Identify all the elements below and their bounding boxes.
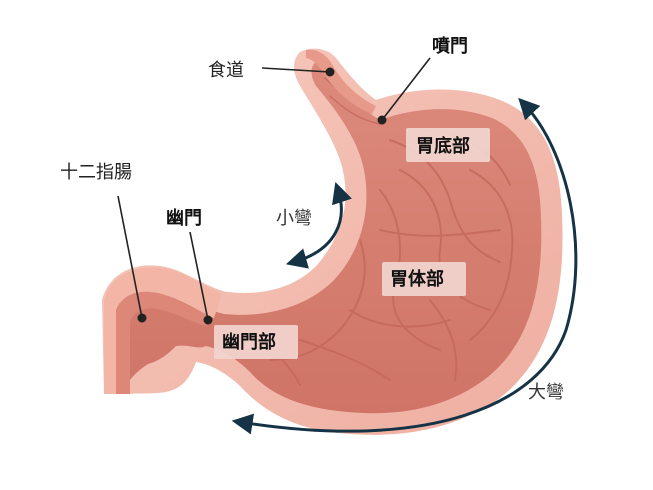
fundus-label: 胃底部	[416, 135, 470, 157]
esophagus-tube	[306, 49, 376, 114]
pyloric-antrum-label: 幽門部	[222, 331, 276, 353]
lesser-curvature-label: 小彎	[276, 208, 312, 229]
esophagus-label: 食道	[208, 60, 244, 81]
duodenum-lumen	[116, 291, 210, 394]
pylorus-label: 幽門	[166, 208, 202, 229]
cardia-label: 噴門	[432, 36, 468, 57]
greater-curvature-label: 大彎	[528, 382, 564, 403]
duodenum-label: 十二指腸	[60, 162, 132, 183]
body-label: 胃体部	[390, 268, 444, 290]
greater-curvature-arrow	[231, 97, 578, 435]
